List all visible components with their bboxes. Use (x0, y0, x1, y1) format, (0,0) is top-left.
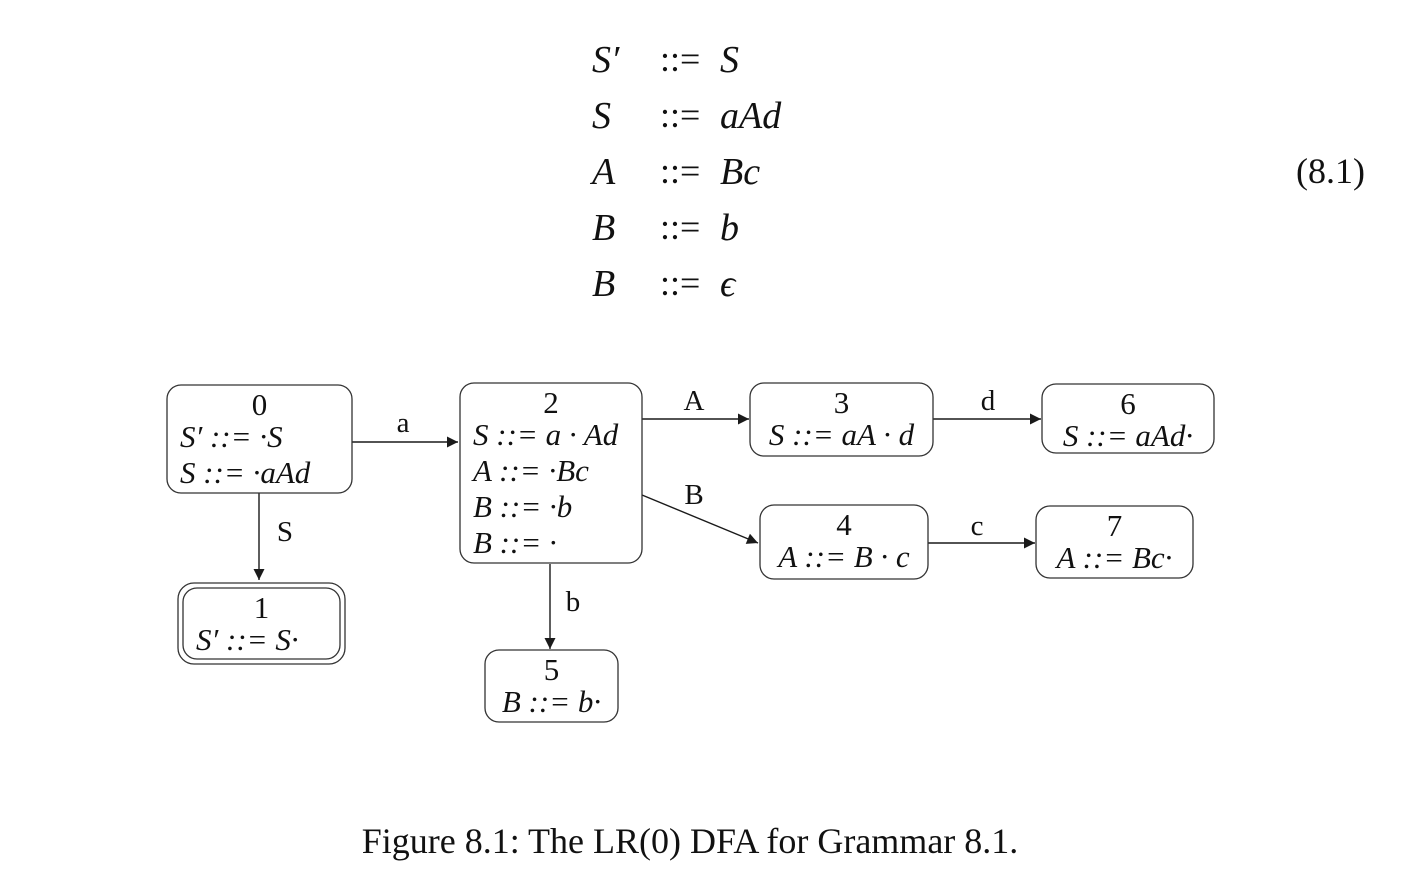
rule-rhs: S (720, 39, 739, 81)
state-box (749, 382, 934, 457)
state-number: 0 (252, 387, 268, 422)
rule-rhs: b (720, 207, 739, 249)
lr-item: S ::= a · Ad (473, 417, 619, 452)
state-2: 2S ::= a · AdA ::= ·BcB ::= ·bB ::= · (459, 382, 643, 564)
state-4: 4A ::= B · c (759, 504, 929, 580)
state-box (182, 587, 341, 660)
accepting-state-outline (177, 582, 346, 665)
lr-item: S ::= aA · d (769, 417, 915, 452)
transition-4-to-7: c (928, 510, 1035, 549)
transition-2-to-4: B (641, 479, 759, 544)
transition-2-to-5: b (544, 564, 581, 649)
state-number: 5 (544, 652, 560, 687)
lr-item: S′ ::= S· (196, 622, 299, 657)
state-box (1035, 505, 1194, 579)
state-0: 0S′ ::= ·SS ::= ·aAd (166, 384, 353, 494)
transitions: aS A Bb d c (253, 385, 1041, 649)
transition-0-to-2: a (352, 407, 458, 448)
state-number: 2 (543, 385, 559, 420)
lr-item: A ::= ·Bc (471, 453, 589, 488)
equation-number: (8.1) (1296, 151, 1365, 191)
transition-3-to-6: d (933, 385, 1041, 425)
rule-lhs: A (592, 151, 616, 193)
rule-lhs: B (592, 263, 616, 305)
lr-item: B ::= · (473, 525, 557, 560)
lr-item: A ::= B · c (776, 539, 910, 574)
transition-label: d (981, 385, 996, 417)
transition-label: a (397, 407, 410, 439)
lr-item: S ::= ·aAd (180, 455, 311, 490)
transition-label: S (277, 516, 293, 548)
transition-arrow (641, 494, 759, 544)
state-box (166, 384, 353, 494)
state-box (484, 649, 619, 723)
state-number: 7 (1107, 508, 1123, 543)
rule-lhs: S (592, 95, 611, 137)
state-number: 6 (1120, 386, 1136, 421)
figure-caption: Figure 8.1: The LR(0) DFA for Grammar 8.… (361, 821, 1019, 861)
state-box (1041, 383, 1215, 454)
state-7: 7A ::= Bc· (1035, 505, 1194, 579)
state-box (759, 504, 929, 580)
transition-label: c (971, 510, 984, 542)
rule-lhs: B (592, 207, 616, 249)
state-3: 3S ::= aA · d (749, 382, 934, 457)
transition-0-to-1: S (253, 493, 293, 580)
state-box (459, 382, 643, 564)
transition-label: B (684, 479, 703, 511)
state-1: 1S′ ::= S· (177, 582, 346, 665)
state-number: 4 (836, 507, 852, 542)
transition-2-to-3: A (642, 385, 749, 425)
state-5: 5B ::= b· (484, 649, 619, 723)
rule-operator: ::= (660, 207, 701, 247)
rule-rhs: aAd (720, 95, 782, 137)
rule-operator: ::= (660, 39, 701, 79)
rule-rhs: Bc (720, 151, 761, 193)
state-6: 6S ::= aAd· (1041, 383, 1215, 454)
lr-item: B ::= ·b (473, 489, 572, 524)
transition-label: A (684, 385, 705, 417)
state-number: 1 (254, 590, 270, 625)
lr-item: S ::= aAd· (1063, 418, 1193, 453)
lr-item: B ::= b· (502, 684, 601, 719)
state-number: 3 (834, 385, 850, 420)
rule-operator: ::= (660, 95, 701, 135)
rule-lhs: S′ (592, 39, 620, 81)
lr-item: A ::= Bc· (1055, 540, 1173, 575)
rule-rhs: ϵ (720, 263, 736, 305)
rule-operator: ::= (660, 151, 701, 191)
transition-label: b (566, 586, 581, 618)
lr-item: S′ ::= ·S (180, 419, 283, 454)
rule-operator: ::= (660, 263, 701, 303)
